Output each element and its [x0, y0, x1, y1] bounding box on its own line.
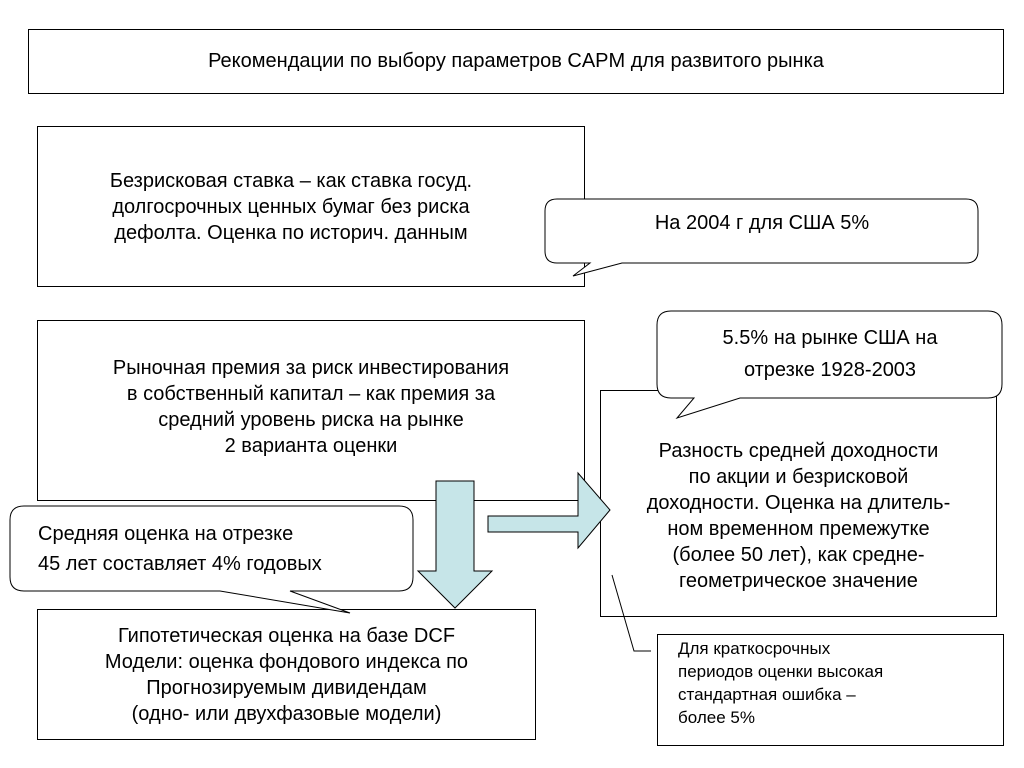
page-title: Рекомендации по выбору параметров CAPM д…	[28, 29, 1004, 94]
risk-free-rate-box: Безрисковая ставка – как ставка госуд. д…	[37, 126, 585, 287]
short-period-note: Для краткосрочных периодов оценки высока…	[657, 634, 1004, 746]
short-period-text: Для краткосрочных периодов оценки высока…	[678, 639, 884, 727]
market-premium-text: Рыночная премия за риск инвестирования в…	[112, 357, 510, 457]
callout-usa-2004: На 2004 г для США 5%	[654, 212, 870, 234]
risk-free-rate-text: Безрисковая ставка – как ставка госуд. д…	[109, 169, 473, 244]
page-title-text: Рекомендации по выбору параметров CAPM д…	[208, 50, 824, 72]
dcf-estimate-text: Гипотетическая оценка на базе DCF Модели…	[104, 624, 469, 725]
historical-estimate-text: Разность средней доходности по акции и б…	[646, 440, 951, 592]
callout-usa-1928: 5.5% на рынке США на отрезке 1928-2003	[722, 327, 938, 381]
market-premium-box: Рыночная премия за риск инвестирования в…	[37, 320, 585, 501]
callout-avg-45: Средняя оценка на отрезке 45 лет составл…	[38, 523, 322, 575]
historical-estimate-box: Разность средней доходности по акции и б…	[600, 390, 997, 617]
dcf-estimate-box: Гипотетическая оценка на базе DCF Модели…	[37, 609, 536, 740]
